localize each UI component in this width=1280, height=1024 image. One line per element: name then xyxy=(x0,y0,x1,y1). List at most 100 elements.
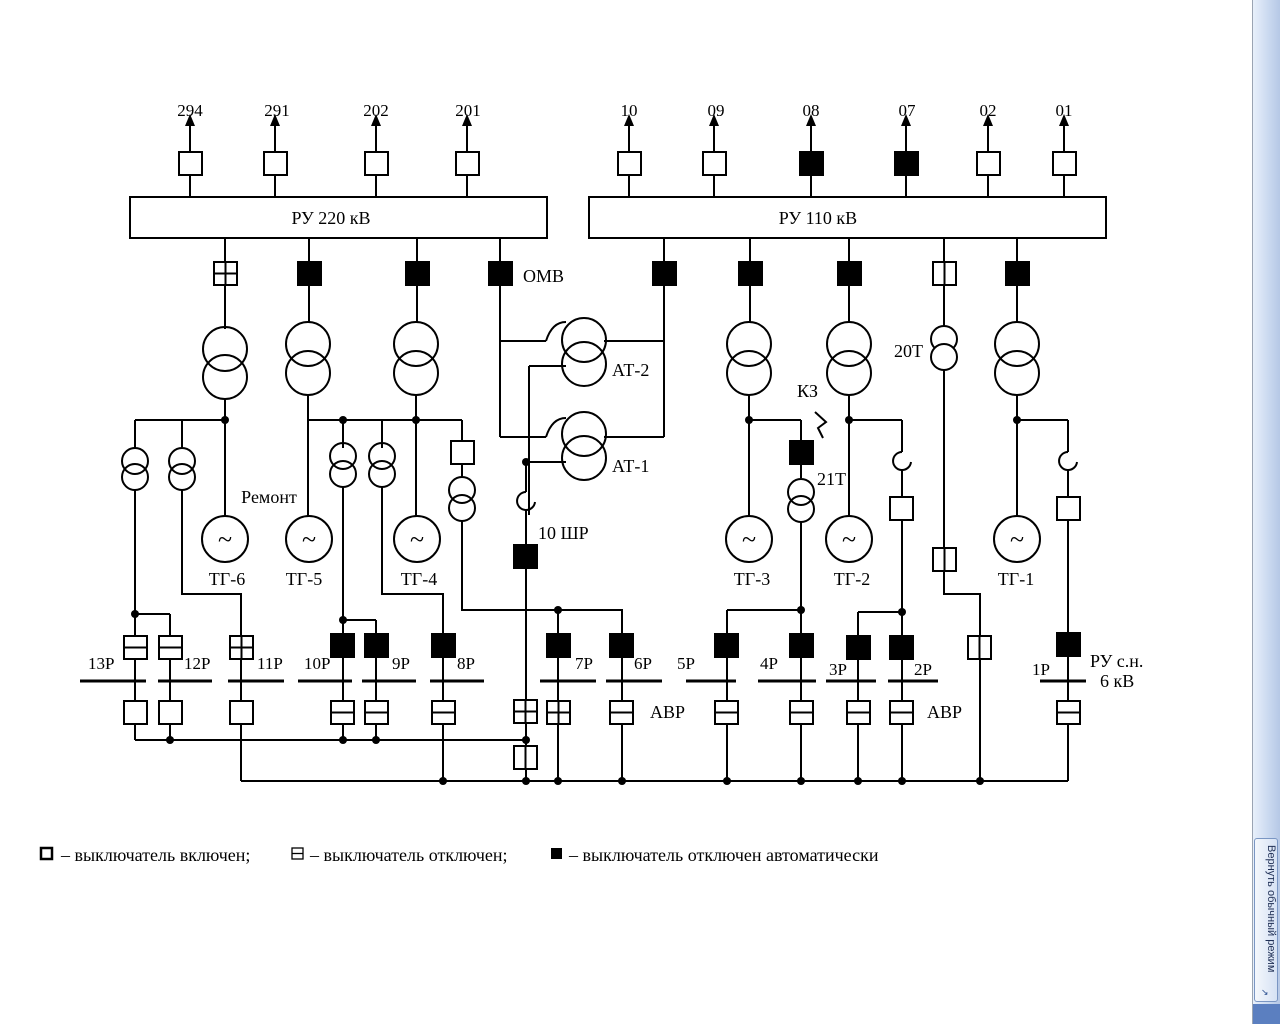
transformer-winding xyxy=(994,350,1040,396)
section-label: 10Р xyxy=(304,654,330,673)
ru-sn-label: 6 кВ xyxy=(1100,671,1134,691)
feeder-02 xyxy=(976,114,1001,197)
legend-off-text: – выключатель отключен; xyxy=(309,845,508,865)
shr10-label: 10 ШР xyxy=(538,523,589,543)
breaker-on xyxy=(702,151,727,176)
omv-label: ОМВ xyxy=(523,266,564,286)
transformer-winding xyxy=(168,447,196,475)
feeder-label: 201 xyxy=(455,101,481,120)
feeder-01 xyxy=(1052,114,1077,197)
arrow-up-icon xyxy=(983,114,993,126)
breaker-on xyxy=(617,151,642,176)
feeder-label: 01 xyxy=(1056,101,1073,120)
arrow-icon: ↘ xyxy=(1261,988,1269,998)
section-label: 7Р xyxy=(575,654,593,673)
transformer-winding xyxy=(787,495,815,523)
breaker-on xyxy=(1056,496,1081,521)
legend-auto-text: – выключатель отключен автоматически xyxy=(568,845,879,865)
generator-icon xyxy=(993,515,1041,563)
transformer-winding xyxy=(368,442,396,470)
restore-normal-mode-button[interactable]: Вернуть обычный режим ↘ xyxy=(1254,838,1278,1002)
breaker-auto-off xyxy=(513,544,538,569)
transformer-winding xyxy=(368,460,396,488)
scroll-corner xyxy=(1253,1004,1280,1024)
t21-label: 21Т xyxy=(817,469,846,489)
generator-symbol: ~ xyxy=(302,525,316,554)
autotransformer-at2 xyxy=(528,317,607,515)
transformer-winding xyxy=(202,326,248,372)
breaker-auto-off xyxy=(799,151,824,176)
arrow-up-icon xyxy=(806,114,816,126)
generator-symbol: ~ xyxy=(410,525,424,554)
transformer-winding xyxy=(787,478,815,506)
breaker-on xyxy=(455,151,480,176)
transformer-winding xyxy=(393,321,439,367)
transformer-winding xyxy=(994,321,1040,367)
transformer-winding xyxy=(826,350,872,396)
at1-label: АТ-1 xyxy=(612,456,649,476)
transformer-winding xyxy=(168,463,196,491)
breaker-auto-off xyxy=(652,261,677,286)
feeder-label: 02 xyxy=(980,101,997,120)
breaker-auto-off xyxy=(405,261,430,286)
arrow-up-icon xyxy=(185,114,195,126)
tg4-label: ТГ-4 xyxy=(401,569,437,589)
breaker-auto-off xyxy=(1005,261,1030,286)
bus-label-220: РУ 220 кВ xyxy=(291,208,370,228)
transformer-winding xyxy=(329,442,357,470)
breaker-auto-off xyxy=(789,440,814,465)
breaker-on xyxy=(889,496,914,521)
feeder-label: 202 xyxy=(363,101,389,120)
generator-icon xyxy=(285,515,333,563)
transformer-winding xyxy=(930,343,958,371)
generator-symbol: ~ xyxy=(842,525,856,554)
generator-symbol: ~ xyxy=(1010,525,1024,554)
feeder-label: 07 xyxy=(899,101,917,120)
legend: – выключатель включен; – выключатель отк… xyxy=(39,845,879,865)
ru-sn-label: РУ с.н. xyxy=(1090,651,1143,671)
generator-icon xyxy=(825,515,873,563)
bus-ru-220 xyxy=(129,196,548,239)
feeder-291 xyxy=(263,114,288,197)
section-breakers-lower xyxy=(123,699,1081,770)
section-label: 4Р xyxy=(760,654,778,673)
arrow-up-icon xyxy=(901,114,911,126)
section-label: 2Р xyxy=(914,660,932,679)
breaker-on xyxy=(1052,151,1077,176)
arrow-up-icon xyxy=(270,114,280,126)
generator-symbol: ~ xyxy=(742,525,756,554)
feeder-label: 10 xyxy=(621,101,638,120)
transformer-winding xyxy=(726,321,772,367)
generator-icon xyxy=(725,515,773,563)
section-label: 6Р xyxy=(634,654,652,673)
tg6-label: ТГ-6 xyxy=(209,569,245,589)
feeder-08 xyxy=(799,114,824,197)
avr-label: АВР xyxy=(650,702,685,722)
transformer-winding xyxy=(726,350,772,396)
restore-normal-mode-label: Вернуть обычный режим xyxy=(1265,845,1277,973)
transformer-winding xyxy=(285,350,331,396)
avr-label: АВР xyxy=(927,702,962,722)
transformer-winding xyxy=(121,463,149,491)
section-label: 5Р xyxy=(677,654,695,673)
transformer-winding xyxy=(448,494,476,522)
transformer-winding xyxy=(121,447,149,475)
breaker-on xyxy=(364,151,389,176)
arrow-up-icon xyxy=(1059,114,1069,126)
section-label: 3Р xyxy=(829,660,847,679)
breaker-auto-off xyxy=(837,261,862,286)
section-label: 11Р xyxy=(257,654,283,673)
breaker-auto-off xyxy=(738,261,763,286)
feeder-07 xyxy=(894,114,919,197)
kz-label: КЗ xyxy=(797,381,818,401)
breaker-on xyxy=(178,151,203,176)
legend-breaker-on-icon xyxy=(39,846,54,861)
feeder-label: 291 xyxy=(264,101,290,120)
tg1-label: ТГ-1 xyxy=(998,569,1034,589)
breaker-on xyxy=(976,151,1001,176)
breaker-auto-off xyxy=(297,261,322,286)
transformer-winding xyxy=(329,460,357,488)
feeder-10 xyxy=(617,114,642,197)
transformer-winding xyxy=(448,476,476,504)
section-breakers-upper xyxy=(123,632,1081,660)
